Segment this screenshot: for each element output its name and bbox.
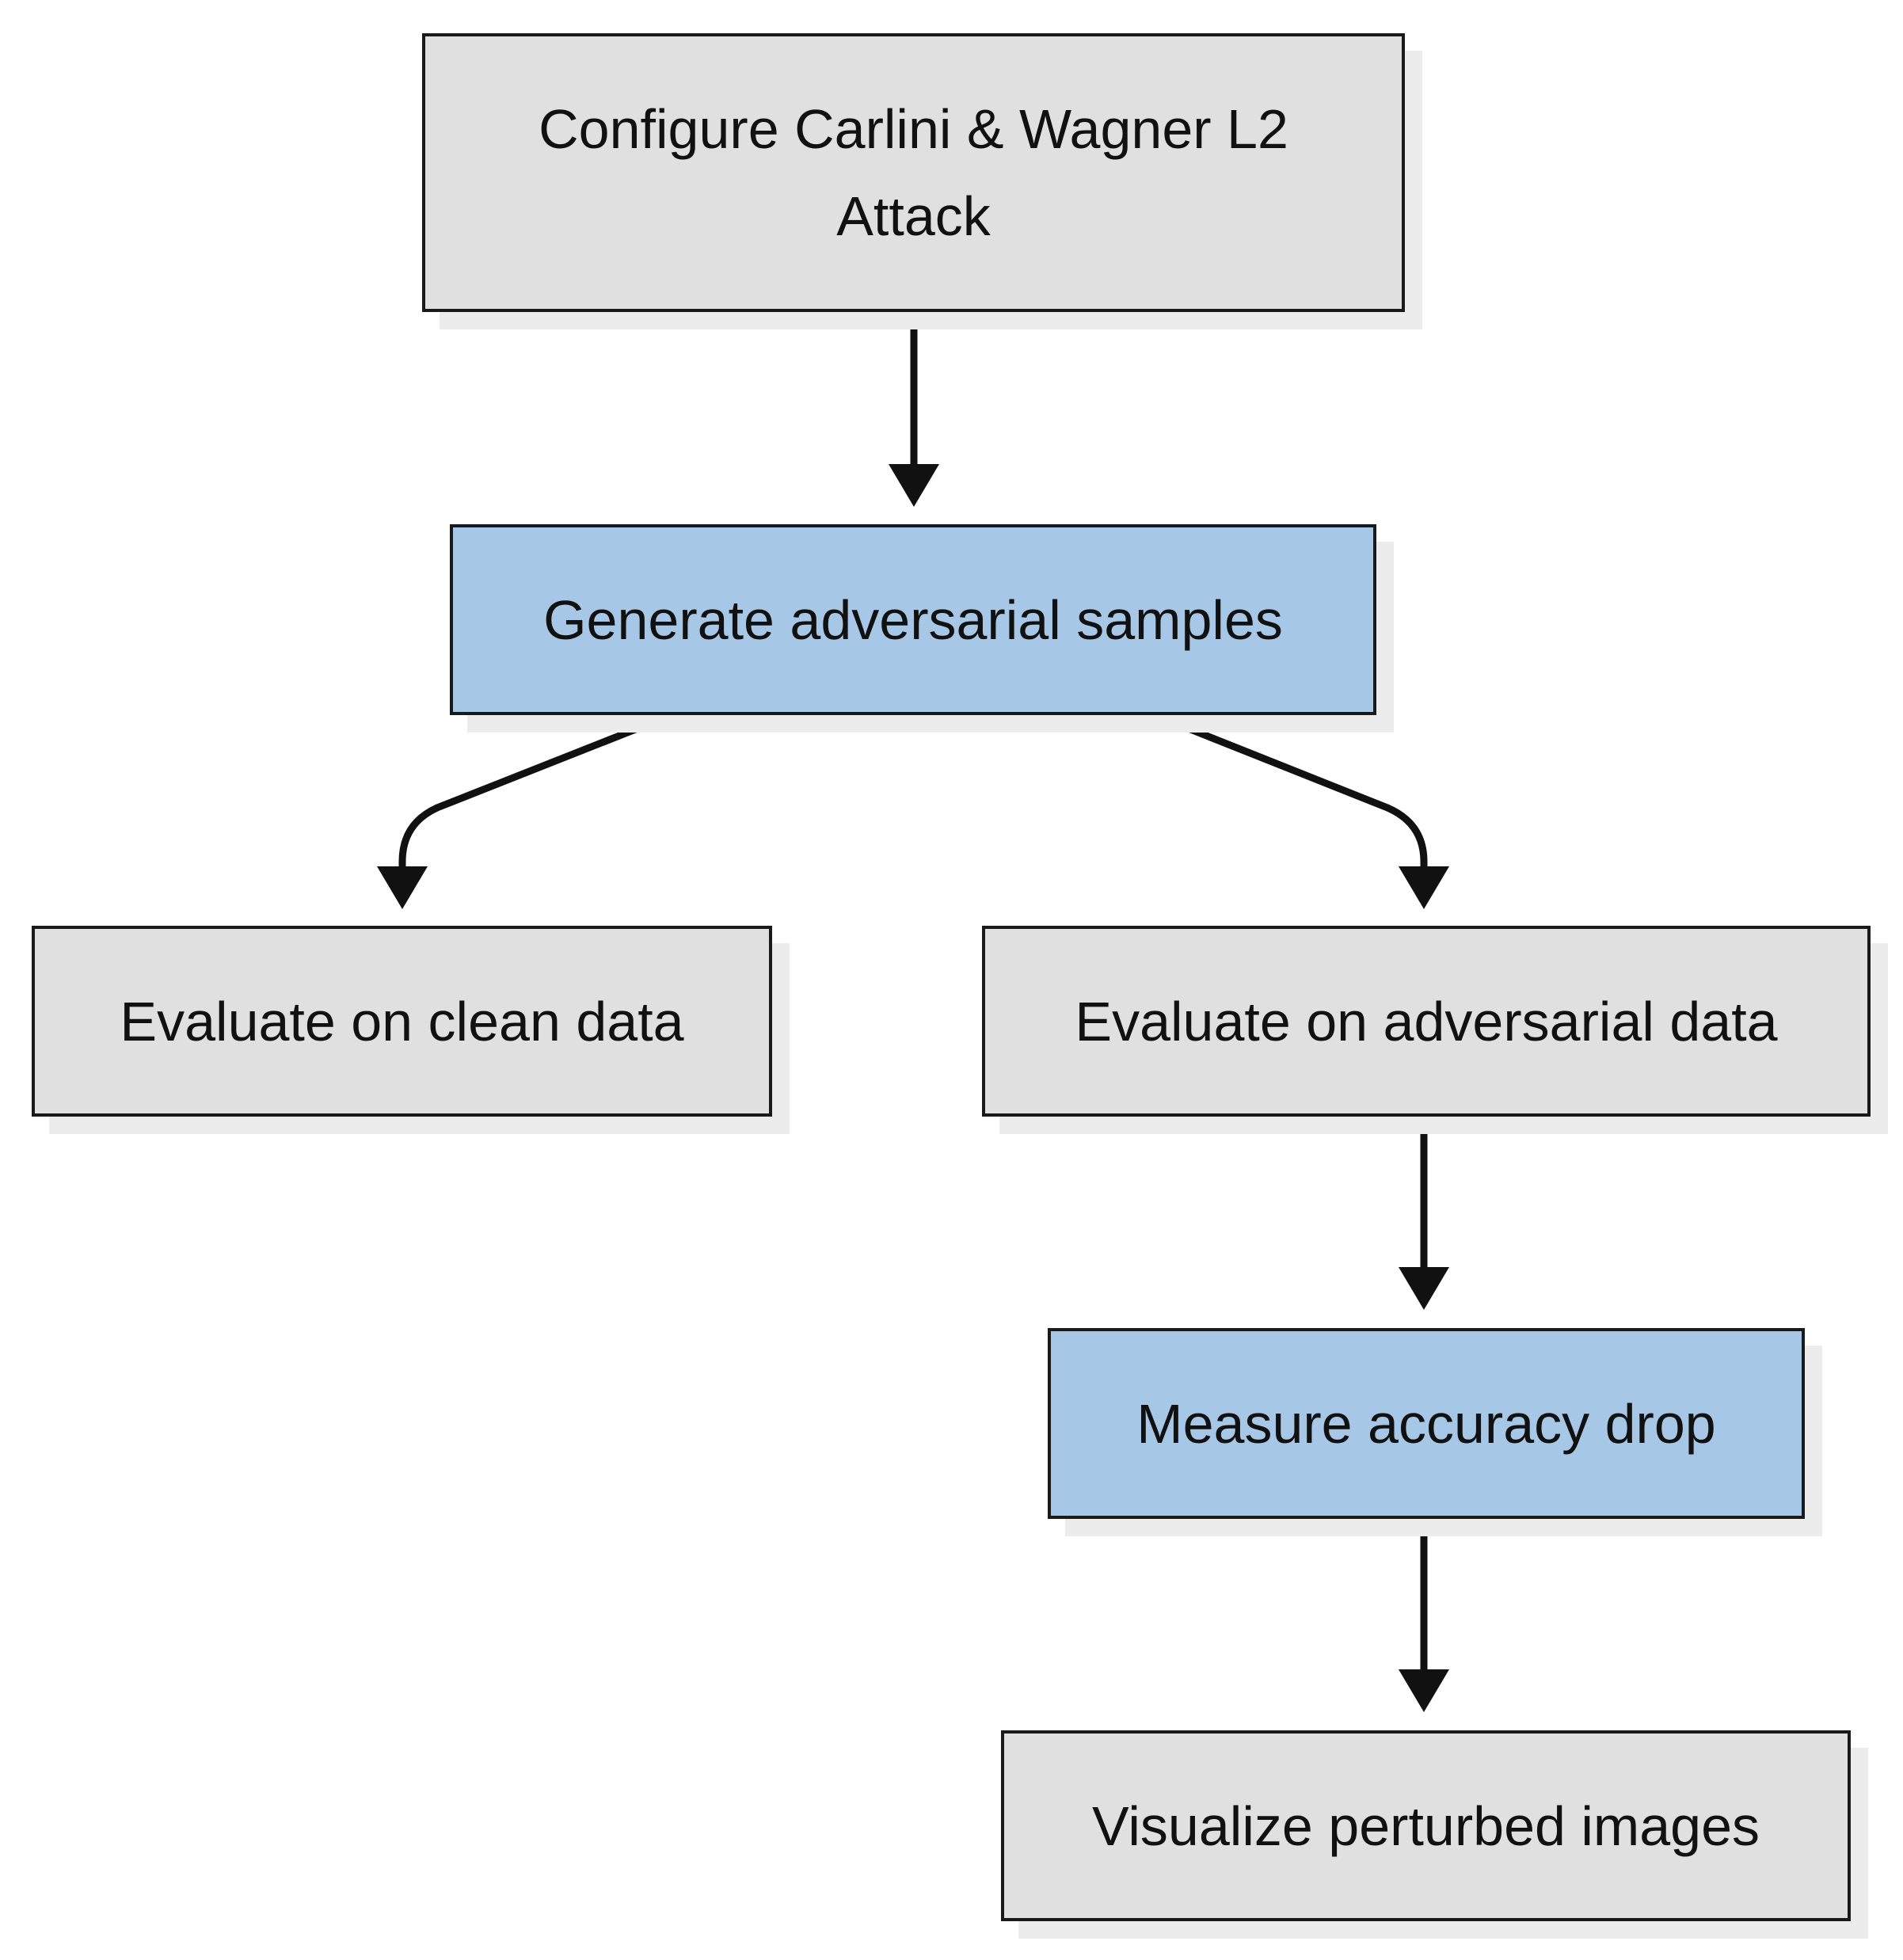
arrowhead-generate-to-eval-adv xyxy=(1399,866,1449,909)
node-measure-accuracy: Measure accuracy drop xyxy=(1048,1328,1805,1519)
arrowhead-configure-to-generate xyxy=(889,464,939,507)
node-generate-samples: Generate adversarial samples xyxy=(450,524,1376,715)
node-label: Generate adversarial samples xyxy=(543,588,1283,651)
node-label: Configure Carlini & Wagner L2 Attack xyxy=(539,98,1288,247)
node-visualize-images: Visualize perturbed images xyxy=(1001,1730,1851,1921)
node-configure-attack: Configure Carlini & Wagner L2 Attack xyxy=(422,33,1405,312)
arrowhead-generate-to-eval-clean xyxy=(377,866,428,909)
node-evaluate-adversarial: Evaluate on adversarial data xyxy=(982,926,1871,1117)
arrowhead-eval-adv-to-measure xyxy=(1399,1267,1449,1310)
node-evaluate-clean: Evaluate on clean data xyxy=(32,926,772,1117)
edge-generate-to-eval-clean xyxy=(398,711,673,870)
node-label: Visualize perturbed images xyxy=(1091,1794,1760,1857)
node-label: Evaluate on clean data xyxy=(120,990,684,1052)
node-label: Evaluate on adversarial data xyxy=(1075,990,1778,1052)
arrowhead-measure-to-visualize xyxy=(1399,1669,1449,1712)
node-label: Measure accuracy drop xyxy=(1136,1392,1716,1455)
edge-generate-to-eval-adv xyxy=(1153,711,1428,870)
